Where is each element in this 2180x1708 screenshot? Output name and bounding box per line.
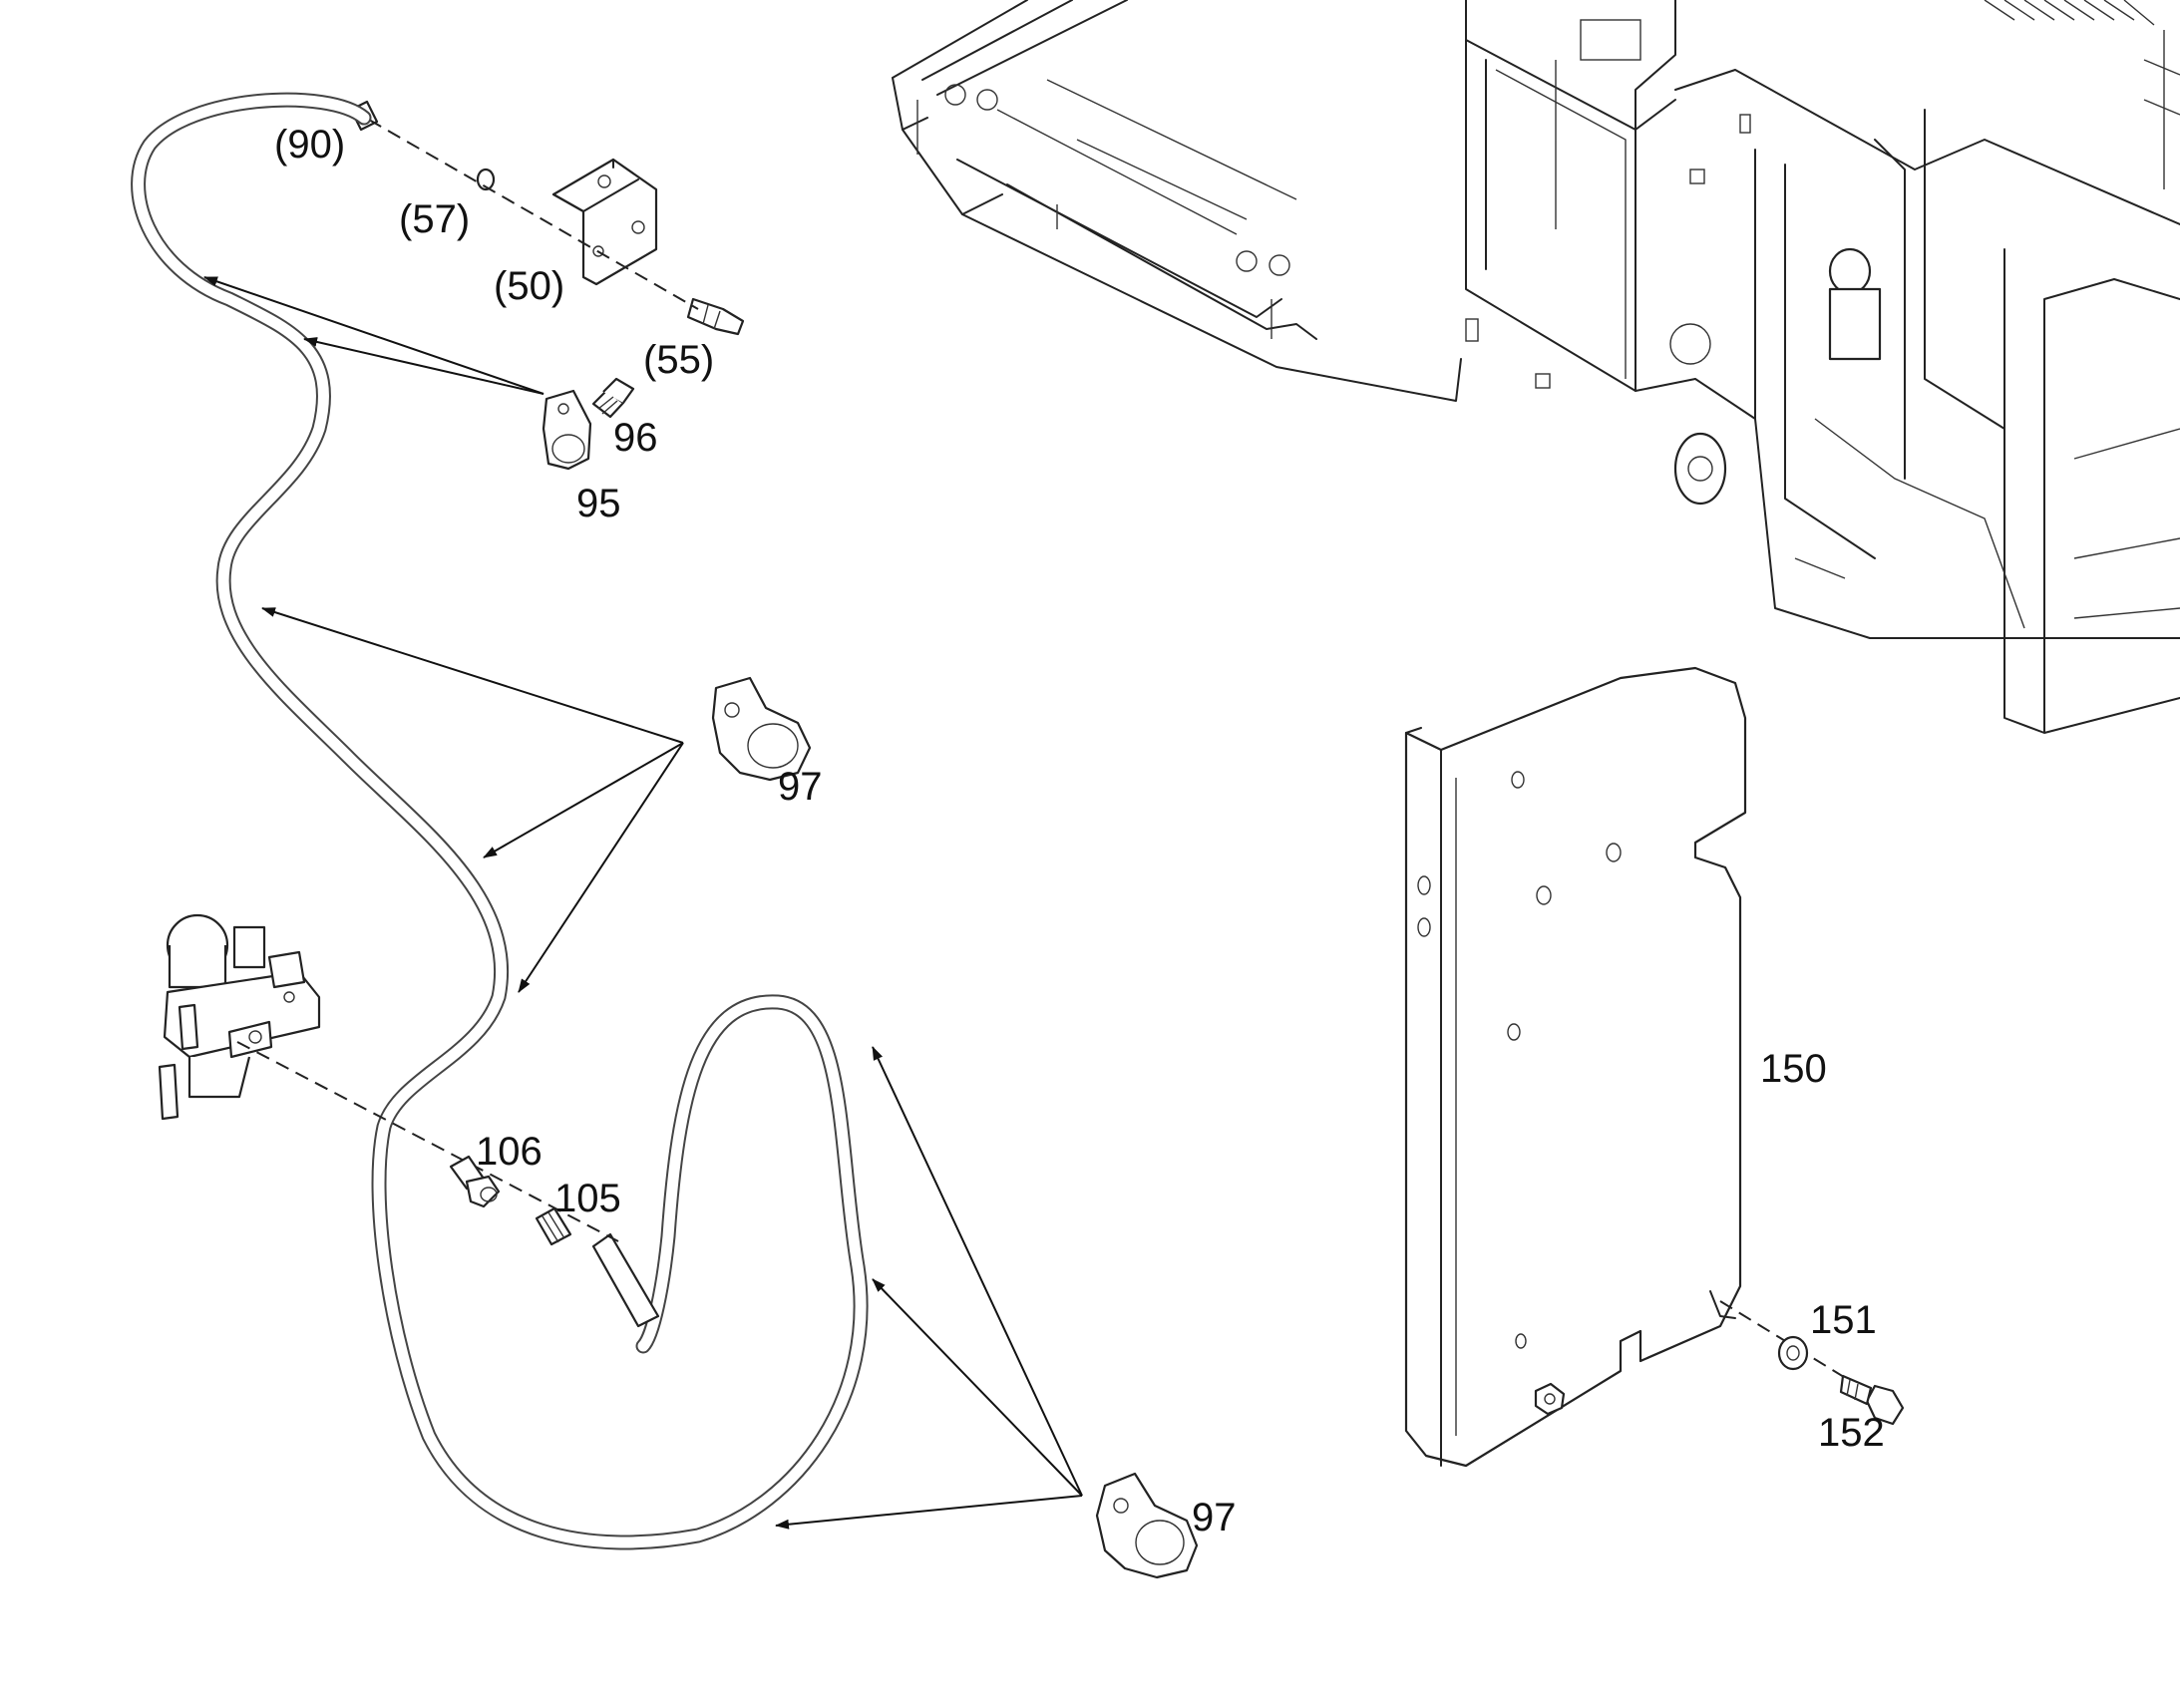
callout-97-upper: 97 bbox=[778, 765, 823, 809]
bracket-50 bbox=[551, 158, 658, 286]
valve-block bbox=[158, 913, 321, 1121]
bolt-96 bbox=[591, 377, 635, 419]
adapter-fitting-105 bbox=[535, 1206, 572, 1246]
leader-97-upper-c bbox=[518, 742, 684, 993]
leader-97-lower-a bbox=[872, 1046, 1083, 1497]
washer-57 bbox=[476, 168, 496, 191]
washer-151 bbox=[1777, 1335, 1809, 1371]
elbow-fitting-106 bbox=[449, 1155, 501, 1208]
callout-57: (57) bbox=[399, 197, 470, 241]
callout-labels: (90) (57) (50) (55) 96 95 97 106 105 97 … bbox=[274, 123, 1885, 1539]
callout-97-lower: 97 bbox=[1192, 1496, 1237, 1539]
callout-90: (90) bbox=[274, 123, 345, 167]
leader-97-upper-a bbox=[261, 607, 684, 744]
leader-97-lower-c bbox=[775, 1495, 1083, 1530]
clamp-95 bbox=[542, 389, 592, 471]
leader-95-a bbox=[203, 276, 545, 395]
callout-50: (50) bbox=[494, 264, 564, 308]
leader-arrows bbox=[203, 276, 1083, 1530]
leader-95-b bbox=[303, 337, 545, 395]
panel-150 bbox=[1404, 666, 1747, 1468]
clamp-97-upper bbox=[711, 676, 812, 782]
bolt-152 bbox=[1839, 1374, 1905, 1426]
leader-97-upper-b bbox=[483, 742, 684, 858]
callout-55: (55) bbox=[643, 338, 714, 382]
leader-97-lower-b bbox=[872, 1278, 1083, 1497]
fitting-55 bbox=[686, 297, 745, 336]
callout-106: 106 bbox=[476, 1130, 543, 1174]
callout-105: 105 bbox=[554, 1177, 621, 1220]
assembly-line-90-55 bbox=[368, 119, 699, 310]
callout-151: 151 bbox=[1810, 1298, 1877, 1342]
clamp-97-lower bbox=[1095, 1472, 1199, 1579]
callout-95: 95 bbox=[576, 482, 621, 525]
callout-96: 96 bbox=[613, 416, 658, 460]
hydraulic-hose bbox=[131, 92, 869, 1550]
callout-152: 152 bbox=[1818, 1411, 1885, 1455]
callout-150: 150 bbox=[1760, 1047, 1827, 1091]
machine-frame-assembly bbox=[892, 0, 2180, 734]
